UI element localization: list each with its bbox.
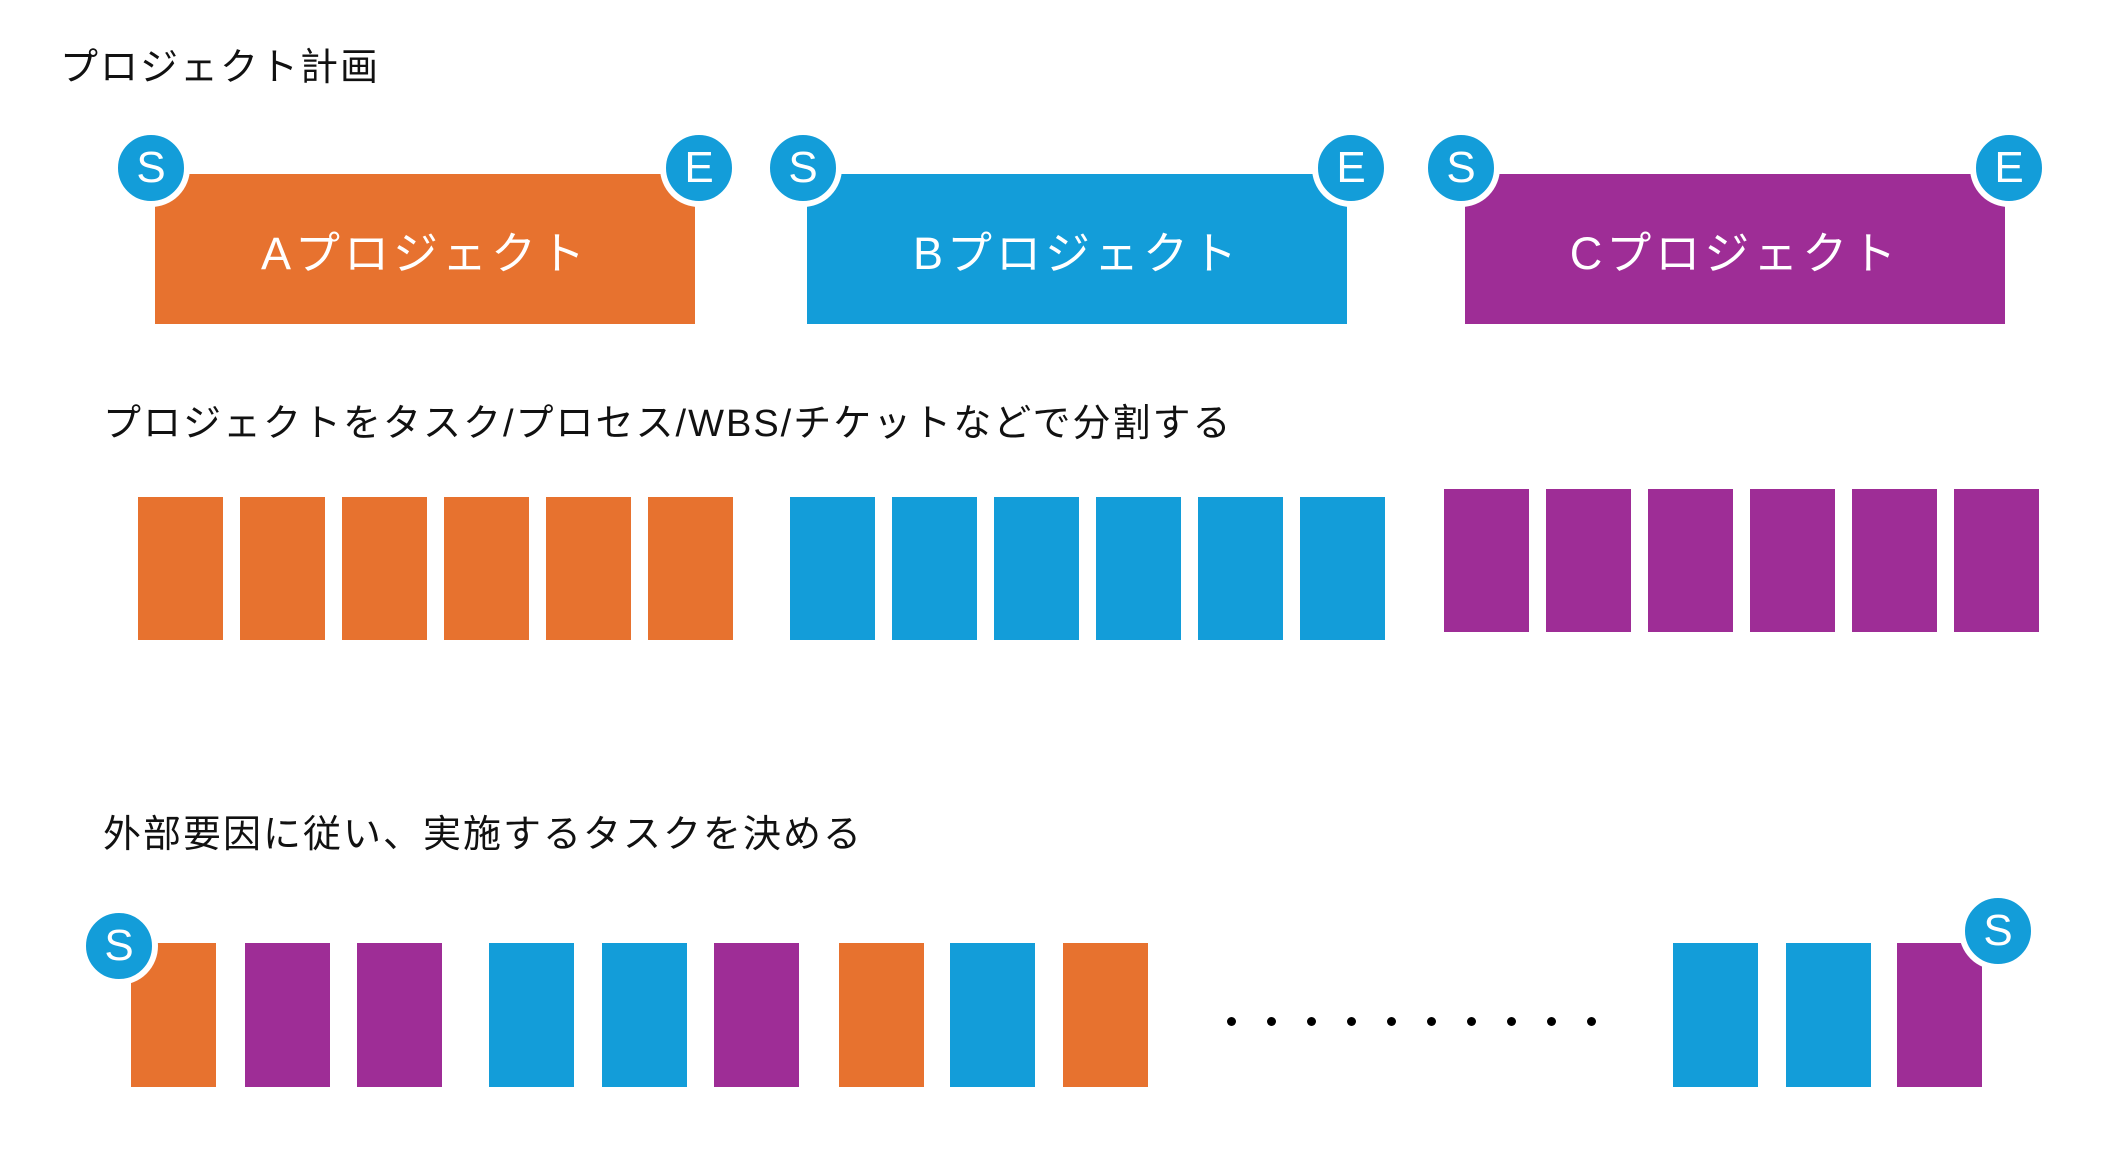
task-block <box>1096 497 1181 640</box>
project-bar-2: Bプロジェクト <box>807 174 1347 324</box>
selected-task-block <box>357 943 442 1087</box>
project-bar-1: Aプロジェクト <box>155 174 695 324</box>
task-block <box>1198 497 1283 640</box>
ellipsis-dot <box>1507 1017 1516 1026</box>
task-block <box>1444 489 1529 632</box>
ellipsis-dot <box>1427 1017 1436 1026</box>
task-block <box>1852 489 1937 632</box>
selected-task-block <box>950 943 1035 1087</box>
selected-task-block <box>245 943 330 1087</box>
selected-task-block <box>1063 943 1148 1087</box>
selected-task-block <box>602 943 687 1087</box>
start-marker-circle: S <box>1959 892 2037 970</box>
ellipsis-dot <box>1547 1017 1556 1026</box>
task-block <box>444 497 529 640</box>
ellipsis-dot <box>1227 1017 1236 1026</box>
task-block <box>240 497 325 640</box>
ellipsis-dot <box>1387 1017 1396 1026</box>
selected-task-block <box>1673 943 1758 1087</box>
start-marker-circle: S <box>112 129 190 207</box>
task-block <box>1750 489 1835 632</box>
task-block <box>790 497 875 640</box>
ellipsis-dot <box>1587 1017 1596 1026</box>
start-marker-circle: S <box>80 907 158 985</box>
task-block <box>1300 497 1385 640</box>
selected-task-block <box>1897 943 1982 1087</box>
task-block <box>892 497 977 640</box>
selected-task-block <box>489 943 574 1087</box>
end-marker-circle: E <box>660 129 738 207</box>
ellipsis-dot <box>1307 1017 1316 1026</box>
selected-task-block <box>1786 943 1871 1087</box>
end-marker-circle: E <box>1970 129 2048 207</box>
selection-section-label: 外部要因に従い、実施するタスクを決める <box>103 814 864 856</box>
task-block <box>994 497 1079 640</box>
selected-task-block <box>714 943 799 1087</box>
task-block <box>138 497 223 640</box>
task-block <box>1648 489 1733 632</box>
task-block <box>1954 489 2039 632</box>
selected-task-block <box>839 943 924 1087</box>
split-section-label: プロジェクトをタスク/プロセス/WBS/チケットなどで分割する <box>103 403 1233 445</box>
page-title: プロジェクト計画 <box>60 47 381 89</box>
start-marker-circle: S <box>1422 129 1500 207</box>
task-block <box>342 497 427 640</box>
task-block <box>648 497 733 640</box>
ellipsis-dot <box>1267 1017 1276 1026</box>
ellipsis-dot <box>1347 1017 1356 1026</box>
end-marker-circle: E <box>1312 129 1390 207</box>
ellipsis-dot <box>1467 1017 1476 1026</box>
start-marker-circle: S <box>764 129 842 207</box>
task-block <box>1546 489 1631 632</box>
task-block <box>546 497 631 640</box>
project-bar-3: Cプロジェクト <box>1465 174 2005 324</box>
